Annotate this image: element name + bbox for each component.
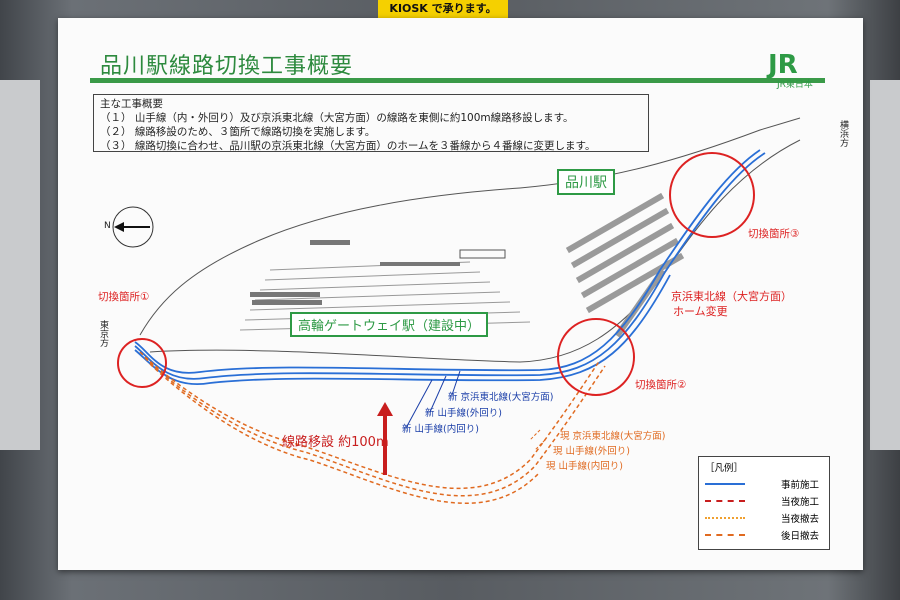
switch-point-3-marker (669, 152, 755, 238)
switch-point-2-marker (557, 318, 635, 396)
legend-label: 事前施工 (780, 480, 819, 491)
legend-item: 当夜施工 (705, 494, 823, 508)
legend-swatch-dotted (705, 517, 745, 519)
legend-title: ［凡例］ (705, 463, 744, 474)
takanawa-gateway-label: 高輪ゲートウェイ駅（建設中） (290, 312, 489, 337)
legend-swatch-dashdot (705, 534, 745, 536)
current-keihin-tohoku-label: 現 京浜東北線(大宮方面) (560, 431, 666, 442)
legend-label: 後日撤去 (780, 531, 819, 542)
legend-item: 後日撤去 (705, 528, 823, 542)
switch-point-2-label: 切換箇所② (635, 379, 687, 391)
jr-logo-icon: JR (768, 50, 798, 80)
legend-label: 当夜施工 (780, 497, 819, 508)
board-title: 品川駅線路切換工事概要 (100, 54, 354, 79)
legend-label: 当夜撤去 (780, 514, 819, 525)
yard-outline (139, 117, 801, 336)
relocation-label: 線路移設 約100m (282, 435, 389, 450)
summary-heading: 主な工事概要 (100, 98, 163, 110)
summary-line-2: （２） 線路移設のため、３箇所で線路切換を実施します。 (100, 126, 376, 138)
legend-item: 当夜撤去 (705, 511, 823, 525)
current-yamanote-outer-label: 現 山手線(外回り) (553, 446, 630, 457)
jr-logo-text: JR東日本 (777, 80, 813, 90)
switch-point-1-label: 切換箇所① (98, 291, 150, 303)
current-yamanote-inner-label: 現 山手線(内回り) (546, 461, 623, 472)
new-keihin-tohoku-label: 新 京浜東北線(大宮方面) (448, 392, 554, 403)
tokyo-direction-label: 東京方 (98, 320, 108, 347)
kiosk-sign: KIOSK で承ります。 (378, 0, 508, 18)
summary-line-1: （１） 山手線（内・外回り）及び京浜東北線（大宮方面）の線路を東側に約100m線… (100, 112, 574, 124)
yokohama-direction-label: 横浜方 (838, 120, 848, 147)
right-panel (870, 80, 900, 450)
north-compass-icon (112, 206, 154, 248)
legend-item: 事前施工 (705, 477, 823, 491)
switch-point-3-label: 切換箇所③ (748, 228, 800, 240)
legend-swatch-dashed (705, 500, 745, 502)
new-yamanote-outer-label: 新 山手線(外回り) (425, 408, 502, 419)
summary-box: 主な工事概要 （１） 山手線（内・外回り）及び京浜東北線（大宮方面）の線路を東側… (93, 94, 649, 152)
shinagawa-station-label: 品川駅 (557, 169, 615, 195)
platform-change-label: ホーム変更 (673, 305, 728, 318)
new-yamanote-inner-label: 新 山手線(内回り) (402, 424, 479, 435)
legend-swatch-solid (705, 483, 745, 485)
switch-point-1-marker (117, 338, 167, 388)
legend-box: ［凡例］ 事前施工 当夜施工 当夜撤去 後日撤去 (698, 456, 830, 550)
left-panel (0, 80, 40, 450)
north-label: N (104, 221, 111, 231)
title-underline (90, 78, 825, 83)
summary-line-3: （３） 線路切換に合わせ、品川駅の京浜東北線（大宮方面）のホームを３番線から４番… (100, 140, 596, 152)
platform-change-line: 京浜東北線（大宮方面） (671, 290, 792, 303)
